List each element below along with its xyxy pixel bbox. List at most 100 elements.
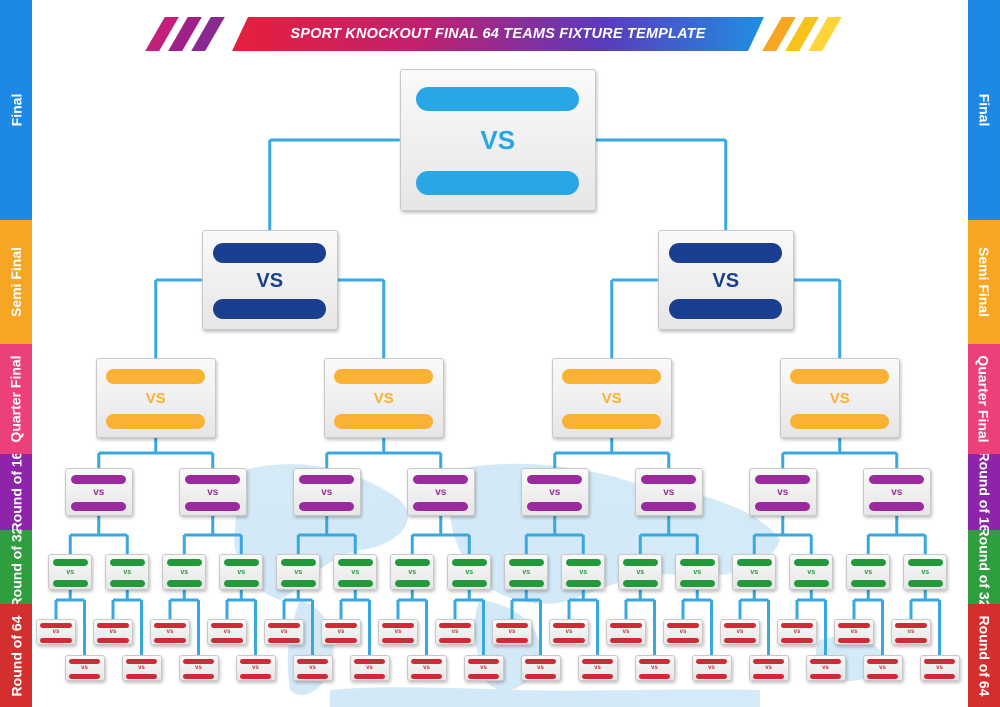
- vs-label: vs: [337, 629, 345, 636]
- team-slot-top: [553, 623, 585, 629]
- match-box-round-of-32: vs: [390, 554, 435, 590]
- team-slot-bottom: [527, 502, 583, 512]
- vs-label: vs: [777, 487, 789, 498]
- match-box-round-of-64: vs: [93, 619, 133, 645]
- vs-label: vs: [936, 665, 943, 672]
- team-slot-top: [299, 474, 355, 484]
- vs-label: VS: [601, 390, 622, 407]
- team-slot-top: [154, 623, 186, 629]
- left-tab-round-of-32: Round of 32: [0, 530, 32, 604]
- team-slot-bottom: [68, 673, 101, 679]
- team-slot-top: [268, 623, 300, 629]
- match-box-round-of-64: vs: [720, 619, 760, 645]
- vs-label: vs: [622, 629, 630, 636]
- team-slot-top: [280, 559, 316, 567]
- match-box-round-of-16: vs: [292, 468, 361, 516]
- vs-label: vs: [309, 665, 316, 672]
- vs-label: vs: [522, 568, 531, 576]
- team-slot-top: [334, 368, 434, 384]
- match-box-round-of-32: vs: [846, 554, 891, 590]
- match-box-round-of-64: vs: [235, 655, 276, 681]
- match-box-round-of-16: vs: [634, 468, 703, 516]
- left-tab-round-of-16: Round of 16: [0, 454, 32, 530]
- team-slot-top: [724, 623, 756, 629]
- team-slot-bottom: [40, 637, 72, 643]
- vs-label: vs: [765, 665, 772, 672]
- team-slot-top: [97, 623, 129, 629]
- vs-label: vs: [195, 665, 202, 672]
- vs-label: vs: [351, 568, 360, 576]
- match-box-round-of-64: vs: [492, 619, 532, 645]
- team-slot-top: [755, 474, 811, 484]
- match-box-round-of-64: vs: [891, 619, 931, 645]
- team-slot-top: [325, 623, 357, 629]
- team-slot-bottom: [907, 579, 943, 587]
- team-slot-bottom: [565, 579, 601, 587]
- vs-label: vs: [793, 629, 801, 636]
- team-slot-top: [752, 659, 785, 665]
- team-slot-top: [353, 659, 386, 665]
- vs-label: vs: [549, 487, 561, 498]
- team-slot-bottom: [239, 673, 272, 679]
- vs-label: vs: [864, 568, 873, 576]
- team-slot-bottom: [334, 414, 434, 430]
- team-slot-top: [239, 659, 272, 665]
- right-tab-round-of-64: Round of 64: [968, 604, 1000, 707]
- match-box-final: VS: [399, 69, 596, 211]
- vs-label: vs: [921, 568, 930, 576]
- vs-label: vs: [508, 629, 516, 636]
- team-slot-bottom: [52, 579, 88, 587]
- team-slot-bottom: [793, 579, 829, 587]
- team-slot-bottom: [641, 502, 697, 512]
- vs-label: vs: [565, 629, 573, 636]
- match-box-round-of-32: vs: [219, 554, 264, 590]
- team-slot-top: [638, 659, 671, 665]
- vs-label: vs: [93, 487, 105, 498]
- team-slot-bottom: [752, 673, 785, 679]
- team-slot-top: [439, 623, 471, 629]
- team-slot-top: [895, 623, 927, 629]
- team-slot-top: [223, 559, 259, 567]
- team-slot-top: [695, 659, 728, 665]
- team-slot-top: [866, 659, 899, 665]
- team-slot-top: [869, 474, 925, 484]
- vs-label: vs: [693, 568, 702, 576]
- vs-label: VS: [829, 390, 850, 407]
- team-slot-top: [451, 559, 487, 567]
- match-box-round-of-16: vs: [748, 468, 817, 516]
- right-tab-round-of-16: Round of 16: [968, 454, 1000, 530]
- vs-label: vs: [822, 665, 829, 672]
- team-slot-top: [809, 659, 842, 665]
- team-slot-top: [923, 659, 956, 665]
- team-slot-bottom: [413, 502, 469, 512]
- vs-label: vs: [423, 665, 430, 672]
- team-slot-bottom: [223, 579, 259, 587]
- vs-label: vs: [736, 629, 744, 636]
- team-slot-top: [669, 243, 783, 263]
- team-slot-bottom: [838, 637, 870, 643]
- team-slot-top: [182, 659, 215, 665]
- match-box-round-of-64: vs: [150, 619, 190, 645]
- match-box-round-of-64: vs: [862, 655, 903, 681]
- match-box-round-of-32: vs: [789, 554, 834, 590]
- team-slot-bottom: [508, 579, 544, 587]
- team-slot-top: [641, 474, 697, 484]
- team-slot-bottom: [299, 502, 355, 512]
- vs-label: vs: [294, 568, 303, 576]
- team-slot-top: [581, 659, 614, 665]
- vs-label: vs: [807, 568, 816, 576]
- team-slot-bottom: [166, 579, 202, 587]
- vs-label: vs: [207, 487, 219, 498]
- vs-label: vs: [223, 629, 231, 636]
- team-slot-bottom: [695, 673, 728, 679]
- team-slot-bottom: [869, 502, 925, 512]
- team-slot-bottom: [790, 414, 890, 430]
- vs-label: vs: [679, 629, 687, 636]
- vs-label: vs: [321, 487, 333, 498]
- vs-label: vs: [651, 665, 658, 672]
- vs-label: vs: [579, 568, 588, 576]
- right-tab-semi-final: Semi Final: [968, 220, 1000, 344]
- vs-label: vs: [708, 665, 715, 672]
- team-slot-bottom: [553, 637, 585, 643]
